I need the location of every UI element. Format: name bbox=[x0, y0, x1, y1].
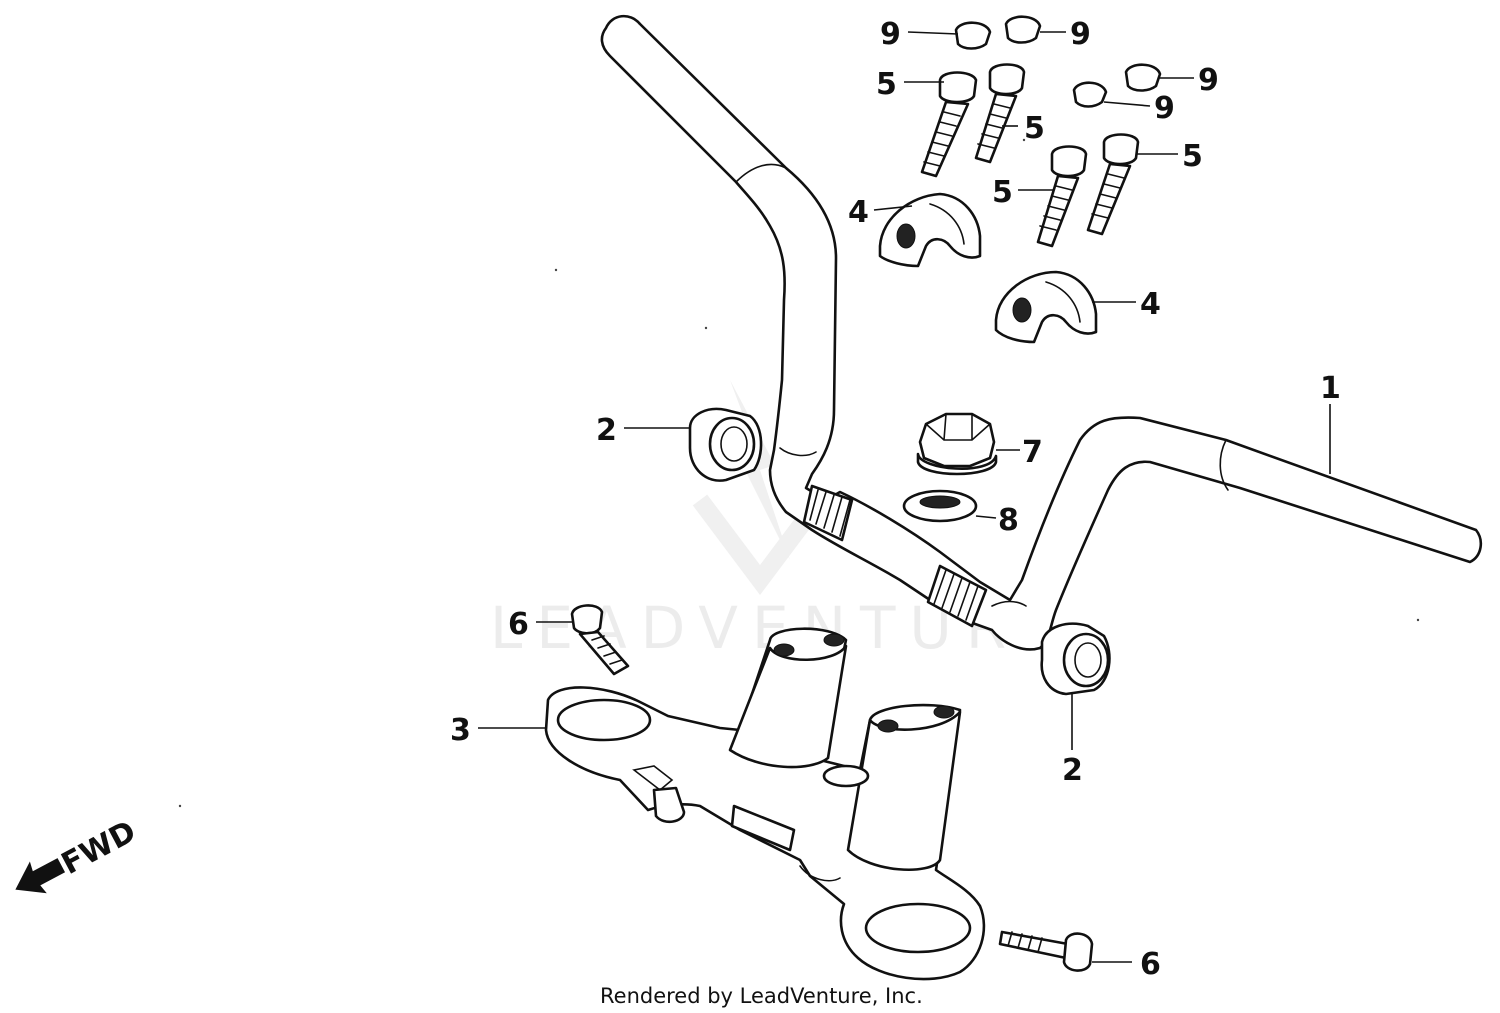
cap-c bbox=[1124, 63, 1162, 92]
callout-8: 8 bbox=[998, 503, 1019, 538]
credit-text: Rendered by LeadVenture, Inc. bbox=[600, 984, 923, 1008]
cap-d bbox=[1072, 81, 1108, 108]
callout-9-d: 9 bbox=[1154, 91, 1175, 126]
arrow-left-icon bbox=[15, 858, 66, 894]
bolt-c bbox=[1036, 145, 1088, 248]
bolt-d bbox=[1086, 133, 1140, 236]
cushion-rubber-lower bbox=[1040, 622, 1111, 696]
upper-holder-left bbox=[878, 192, 982, 268]
callout-2-upper: 2 bbox=[596, 413, 617, 448]
callout-5-d: 5 bbox=[1182, 139, 1203, 174]
cap-a bbox=[954, 21, 992, 50]
handlebar bbox=[600, 14, 1483, 651]
callout-9-c: 9 bbox=[1198, 63, 1219, 98]
top-bridge bbox=[544, 627, 986, 981]
callout-5-c: 5 bbox=[992, 175, 1013, 210]
cushion-rubber-upper bbox=[688, 407, 763, 482]
cap-b bbox=[1004, 15, 1042, 44]
callout-9-b: 9 bbox=[1070, 17, 1091, 52]
callout-6-lower: 6 bbox=[1140, 947, 1161, 982]
fwd-label: FWD bbox=[56, 814, 142, 882]
callout-4-left: 4 bbox=[848, 195, 869, 230]
callout-2-lower: 2 bbox=[1062, 753, 1083, 788]
callout-1: 1 bbox=[1320, 371, 1341, 406]
callout-5-b: 5 bbox=[1024, 111, 1045, 146]
washer bbox=[902, 489, 978, 523]
specks bbox=[178, 138, 1420, 808]
callout-4-right: 4 bbox=[1140, 287, 1161, 322]
knurl-left bbox=[802, 484, 854, 542]
callout-5-a: 5 bbox=[876, 67, 897, 102]
forward-indicator: FWD bbox=[15, 814, 142, 894]
callouts: 1 2 2 3 4 4 5 5 5 5 6 6 7 8 9 9 9 9 bbox=[450, 17, 1341, 982]
knurl-right bbox=[926, 564, 988, 628]
callout-7: 7 bbox=[1022, 435, 1043, 470]
callout-9-a: 9 bbox=[880, 17, 901, 52]
upper-holder-right bbox=[994, 270, 1098, 344]
leader-lines bbox=[478, 31, 1331, 963]
bolt-b bbox=[974, 63, 1026, 164]
callout-6-upper: 6 bbox=[508, 607, 529, 642]
bridge-bolt-lower bbox=[998, 930, 1094, 972]
callout-3: 3 bbox=[450, 713, 471, 748]
bolt-a bbox=[920, 71, 978, 178]
bridge-bolt-upper bbox=[570, 604, 630, 676]
stem-nut bbox=[916, 412, 998, 476]
